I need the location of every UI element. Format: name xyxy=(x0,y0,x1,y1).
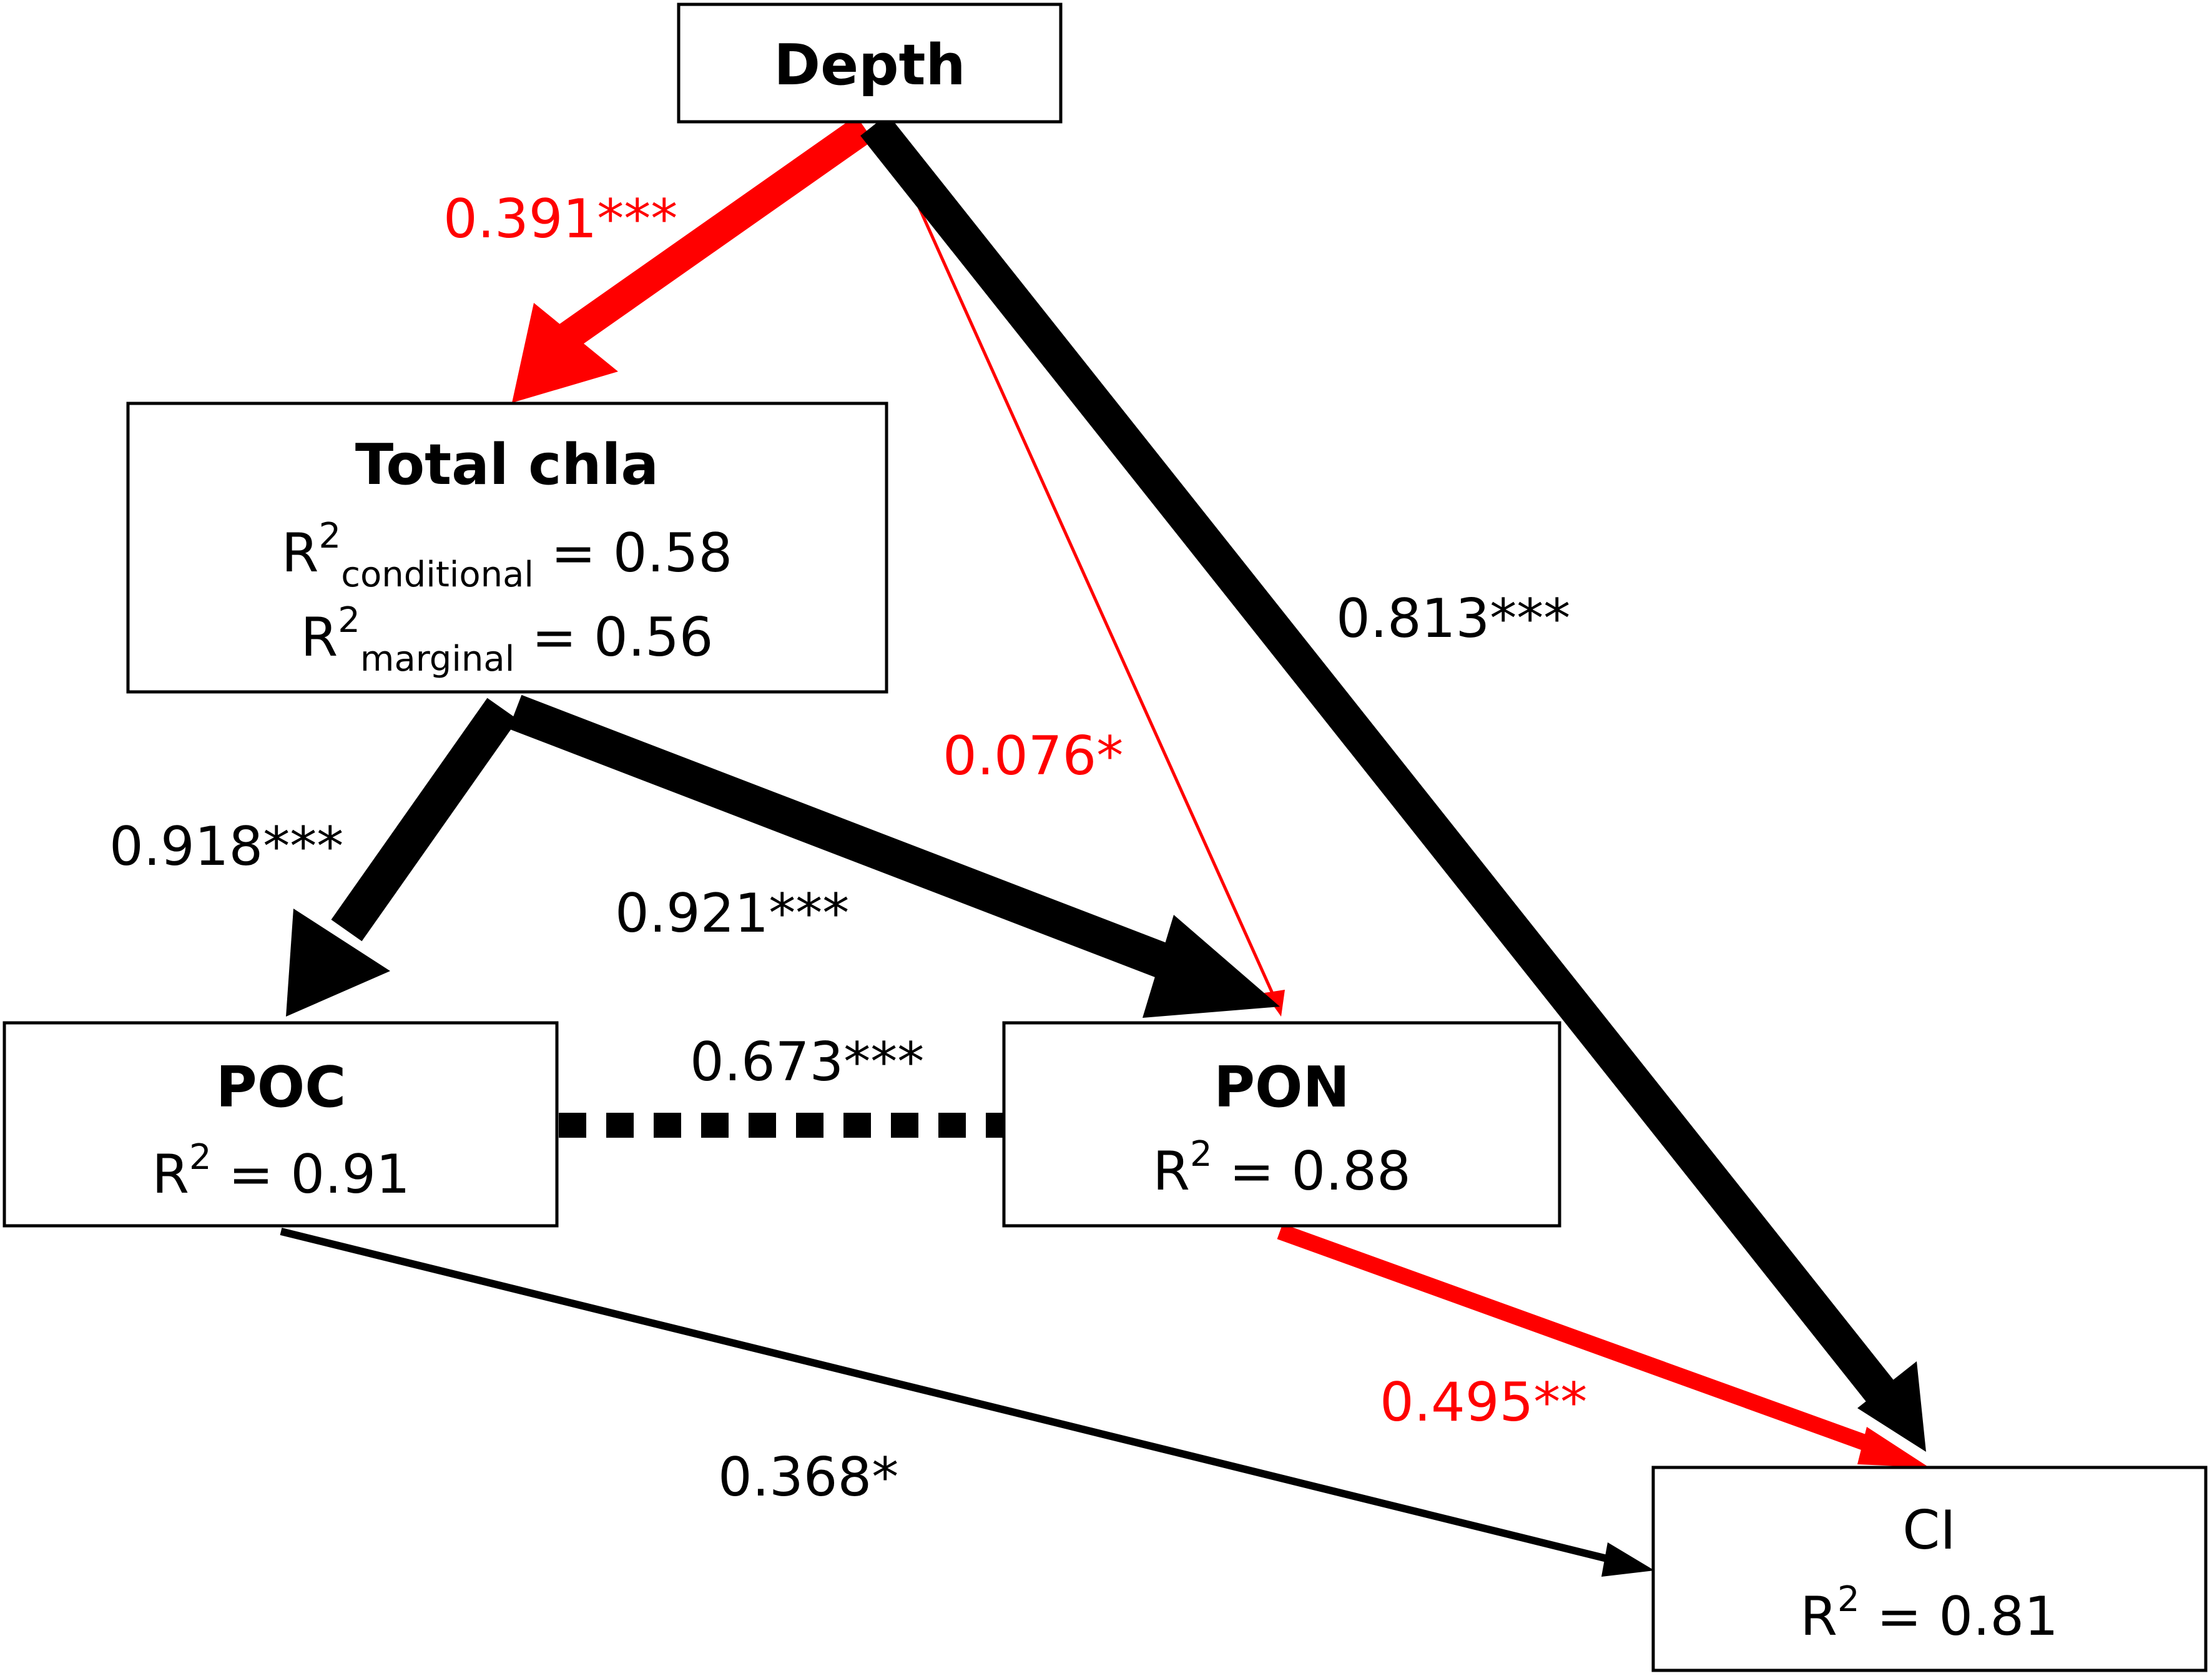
edge-depth-ci-arrowhead xyxy=(1857,1361,1926,1452)
edge-pon-ci-arrowhead xyxy=(1857,1427,1929,1467)
node-chla-r2-marg-sub: marginal xyxy=(360,639,514,679)
node-pon-box xyxy=(1002,1021,1561,1228)
node-chla-r2-letter: R xyxy=(282,522,319,584)
node-chla-r2-cond-sub: conditional xyxy=(341,555,534,595)
label-poc-pon: 0.673*** xyxy=(690,1031,924,1093)
node-chla-r2-conditional: R2conditional = 0.58 xyxy=(282,516,732,595)
edge-depth-ci-line xyxy=(860,114,1902,1413)
edge-depth-chla xyxy=(512,116,873,403)
node-chla-r2-cond-value: = 0.58 xyxy=(534,522,732,584)
node-chla-r2-letter-2: R xyxy=(300,606,338,669)
node-chla-r2-marginal: R2marginal = 0.56 xyxy=(300,600,713,679)
node-poc-r2-power: 2 xyxy=(189,1137,212,1178)
edge-poc-ci-arrowhead xyxy=(1601,1542,1654,1577)
node-depth: Depth xyxy=(677,2,1063,124)
node-chla-r2-power: 2 xyxy=(319,516,342,556)
node-chla-title: Total chla xyxy=(355,432,659,498)
node-depth-title: Depth xyxy=(774,32,965,98)
node-poc-title: POC xyxy=(216,1055,347,1120)
node-chla-r2-power-2: 2 xyxy=(338,600,360,641)
node-ci-r2-power: 2 xyxy=(1837,1579,1860,1620)
edge-depth-pon-line xyxy=(882,127,1276,997)
edge-poc-ci-line xyxy=(280,1228,1618,1565)
label-poc-ci: 0.368* xyxy=(718,1446,898,1509)
edge-chla-pon-line xyxy=(508,694,1196,988)
node-chla-r2-marg-value: = 0.56 xyxy=(514,606,713,669)
node-chla-box xyxy=(126,402,888,694)
edge-chla-pon xyxy=(508,694,1280,1018)
node-pon-r2: R2 = 0.88 xyxy=(1153,1134,1411,1203)
node-poc-r2-letter: R xyxy=(152,1143,189,1206)
edge-poc-ci xyxy=(280,1228,1654,1577)
edge-pon-ci xyxy=(1277,1223,1929,1467)
node-pon-title: PON xyxy=(1214,1055,1350,1120)
edge-depth-chla-arrowhead xyxy=(512,303,618,403)
node-ci: CI R2 = 0.81 xyxy=(1651,1466,2208,1672)
label-chla-poc: 0.918*** xyxy=(109,816,343,878)
node-depth-box xyxy=(677,2,1063,124)
node-ci-box xyxy=(1651,1466,2208,1672)
edge-pon-ci-line xyxy=(1277,1223,1876,1454)
label-chla-pon: 0.921*** xyxy=(615,882,849,945)
edge-depth-ci xyxy=(860,114,1926,1452)
label-depth-ci: 0.813*** xyxy=(1336,588,1570,650)
node-pon-r2-value: = 0.88 xyxy=(1212,1140,1411,1203)
label-depth-pon: 0.076* xyxy=(943,725,1123,787)
node-pon-r2-power: 2 xyxy=(1190,1134,1212,1175)
node-ci-r2: R2 = 0.81 xyxy=(1800,1579,2058,1648)
node-ci-r2-value: = 0.81 xyxy=(1860,1585,2058,1648)
label-depth-chla: 0.391*** xyxy=(443,188,677,250)
edge-chla-poc xyxy=(286,698,518,1017)
edge-chla-poc-arrowhead xyxy=(286,909,390,1017)
node-ci-r2-letter: R xyxy=(1800,1585,1837,1648)
node-poc-r2: R2 = 0.91 xyxy=(152,1137,410,1206)
node-poc-box xyxy=(2,1021,559,1228)
edge-depth-chla-line xyxy=(556,116,873,351)
label-pon-ci: 0.495** xyxy=(1380,1371,1587,1434)
node-chla: Total chla R2conditional = 0.58 R2margin… xyxy=(126,402,888,694)
edge-chla-poc-line xyxy=(331,698,518,942)
node-ci-title: CI xyxy=(1902,1499,1955,1562)
node-poc-r2-value: = 0.91 xyxy=(212,1143,410,1206)
node-poc: POC R2 = 0.91 xyxy=(2,1021,559,1228)
node-pon: PON R2 = 0.88 xyxy=(1002,1021,1561,1228)
edge-chla-pon-arrowhead xyxy=(1143,915,1280,1018)
node-pon-r2-letter: R xyxy=(1153,1140,1190,1203)
